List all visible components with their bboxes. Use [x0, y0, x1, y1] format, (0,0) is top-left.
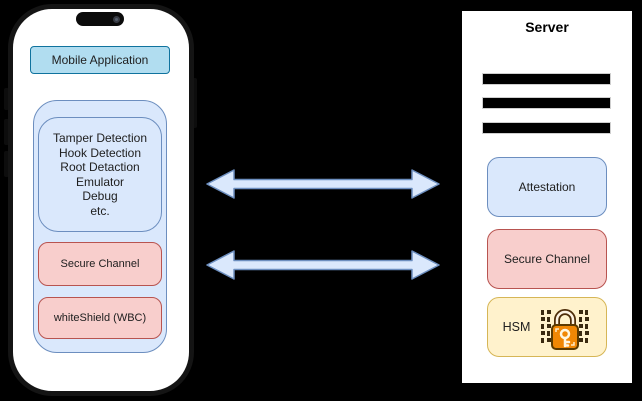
detection-line: Tamper Detection [52, 131, 148, 145]
bidirectional-arrow-top [206, 169, 440, 199]
server-secure-channel-label: Secure Channel [503, 252, 591, 266]
detection-line: etc. [90, 203, 110, 218]
protection-container: Tamper Detection Hook Detection Root Det… [33, 100, 167, 353]
bidirectional-arrow-bottom [206, 250, 440, 280]
server-panel: Server Attestation Secure Channel HSM [462, 11, 632, 383]
mobile-application-box: Mobile Application [30, 46, 170, 74]
whiteshield-box: whiteShield (WBC) [38, 297, 162, 339]
phone-volume-up-button [4, 119, 9, 145]
server-title: Server [525, 19, 569, 35]
attestation-label: Attestation [518, 180, 576, 194]
detection-line: Root Detaction [60, 160, 140, 174]
server-secure-channel-box: Secure Channel [487, 229, 607, 289]
detection-line: Emulator [75, 174, 125, 189]
camera-icon [113, 15, 120, 23]
phone-action-button [4, 88, 9, 110]
phone-power-button [192, 78, 197, 128]
attestation-box: Attestation [487, 157, 607, 217]
dynamic-island [76, 12, 124, 26]
hsm-box: HSM [487, 297, 607, 357]
server-rack-bar-icon [482, 122, 611, 134]
phone-frame: Mobile Application Tamper Detection Hook… [8, 4, 194, 396]
server-rack-bar-icon [482, 73, 611, 85]
detection-box: Tamper Detection Hook Detection Root Det… [38, 117, 162, 232]
phone-volume-down-button [4, 151, 9, 177]
hsm-lock-icon [541, 309, 590, 350]
mobile-application-label: Mobile Application [51, 53, 149, 67]
hsm-label: HSM [502, 320, 531, 334]
phone-secure-channel-label: Secure Channel [60, 258, 140, 270]
detection-line: Debug [82, 189, 118, 203]
detection-line: Hook Detection [58, 145, 142, 160]
whiteshield-label: whiteShield (WBC) [53, 312, 147, 324]
server-rack-bar-icon [482, 97, 611, 109]
phone-secure-channel-box: Secure Channel [38, 242, 162, 286]
